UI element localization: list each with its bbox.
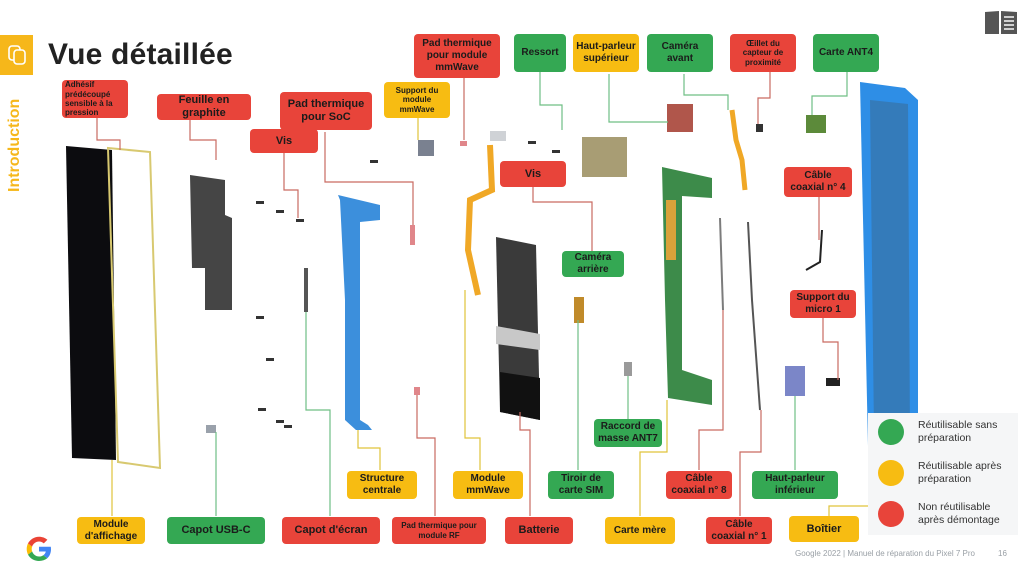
graphite-sheet-part (190, 175, 232, 310)
label-mid-frame: Structure centrale (347, 471, 417, 499)
front-camera-flex-part (490, 131, 506, 141)
label-sim-tray: Tiroir de carte SIM (548, 471, 614, 499)
coax-4-part (805, 229, 823, 271)
pages-icon (7, 45, 26, 65)
footer-text: Google 2022 | Manuel de réparation du Pi… (795, 549, 975, 558)
label-rear-camera: Caméra arrière (562, 251, 624, 277)
label-screws-2: Vis (500, 161, 566, 187)
label-coax-8: Câble coaxial n° 8 (666, 471, 732, 499)
label-motherboard: Carte mère (605, 517, 675, 544)
label-housing: Boîtier (789, 516, 859, 542)
legend-item: Non réutilisable après démontage (878, 501, 1018, 527)
legend: Réutilisable sans préparation Réutilisab… (868, 413, 1018, 535)
coax-8-part (719, 217, 724, 311)
mid-frame-part (338, 195, 380, 430)
legend-text: Non réutilisable après démontage (918, 501, 1000, 526)
top-speaker-part (667, 104, 693, 132)
label-top-speaker: Haut-parleur supérieur (573, 34, 639, 72)
label-bottom-speaker: Haut-parleur inférieur (752, 471, 838, 499)
ant4-board-part (806, 115, 826, 133)
soc-pad-part (410, 225, 415, 245)
page-number: 16 (998, 549, 1007, 558)
label-mmwave-thermal-pad: Pad thermique pour module mmWave (414, 34, 500, 78)
ant7-ground-part (624, 362, 632, 376)
mmwave-pad-part (460, 141, 467, 146)
mic-1-support-part (826, 378, 840, 386)
label-battery: Batterie (505, 517, 573, 544)
display-module-part (66, 146, 162, 470)
front-camera-part (729, 109, 748, 191)
label-front-camera: Caméra avant (647, 34, 713, 72)
label-spring: Ressort (514, 34, 566, 72)
yellow-dot-icon (878, 460, 904, 486)
label-coax-1: Câble coaxial n° 1 (706, 517, 772, 544)
rf-pad-part (414, 387, 420, 395)
mmwave-flex-part (464, 144, 496, 296)
label-mmwave-support: Support du module mmWave (384, 82, 450, 118)
sim-tray-part (574, 297, 584, 323)
section-badge (0, 35, 33, 75)
label-usbc-cover: Capot USB-C (167, 517, 265, 544)
label-mic-1-support: Support du micro 1 (790, 290, 856, 318)
mmwave-support-part (418, 140, 434, 156)
rear-camera-part (582, 137, 627, 177)
page-title: Vue détaillée (48, 38, 233, 71)
legend-item: Réutilisable après préparation (878, 460, 1018, 486)
legend-text: Réutilisable après préparation (918, 460, 1002, 485)
label-coax-4: Câble coaxial n° 4 (784, 167, 852, 197)
bottom-speaker-part (785, 366, 805, 396)
label-graphite-sheet: Feuille en graphite (157, 94, 251, 120)
label-ant7-ground: Raccord de masse ANT7 (594, 419, 662, 447)
legend-item: Réutilisable sans préparation (878, 419, 1018, 445)
label-mmwave-module: Module mmWave (453, 471, 523, 499)
legend-text: Réutilisable sans préparation (918, 419, 998, 444)
label-display-module: Module d'affichage (77, 517, 145, 544)
red-dot-icon (878, 501, 904, 527)
label-rf-thermal-pad: Pad thermique pour module RF (392, 517, 486, 544)
screws-part (256, 141, 560, 428)
label-ant4-board: Carte ANT4 (813, 34, 879, 72)
google-logo-icon (26, 536, 51, 561)
usbc-cover-part (206, 425, 216, 433)
section-label: Introduction (6, 98, 23, 192)
screen-cover-part (304, 268, 308, 312)
label-adhesive: Adhésif prédécoupé sensible à la pressio… (62, 80, 128, 118)
coax-1-part (747, 221, 761, 411)
label-screws-1: Vis (250, 129, 318, 153)
label-screen-cover: Capot d'écran (282, 517, 380, 544)
book-icon[interactable] (983, 8, 1019, 36)
label-proximity-grommet: Œillet du capteur de proximité (730, 34, 796, 72)
label-soc-thermal-pad: Pad thermique pour SoC (280, 92, 372, 130)
green-dot-icon (878, 419, 904, 445)
